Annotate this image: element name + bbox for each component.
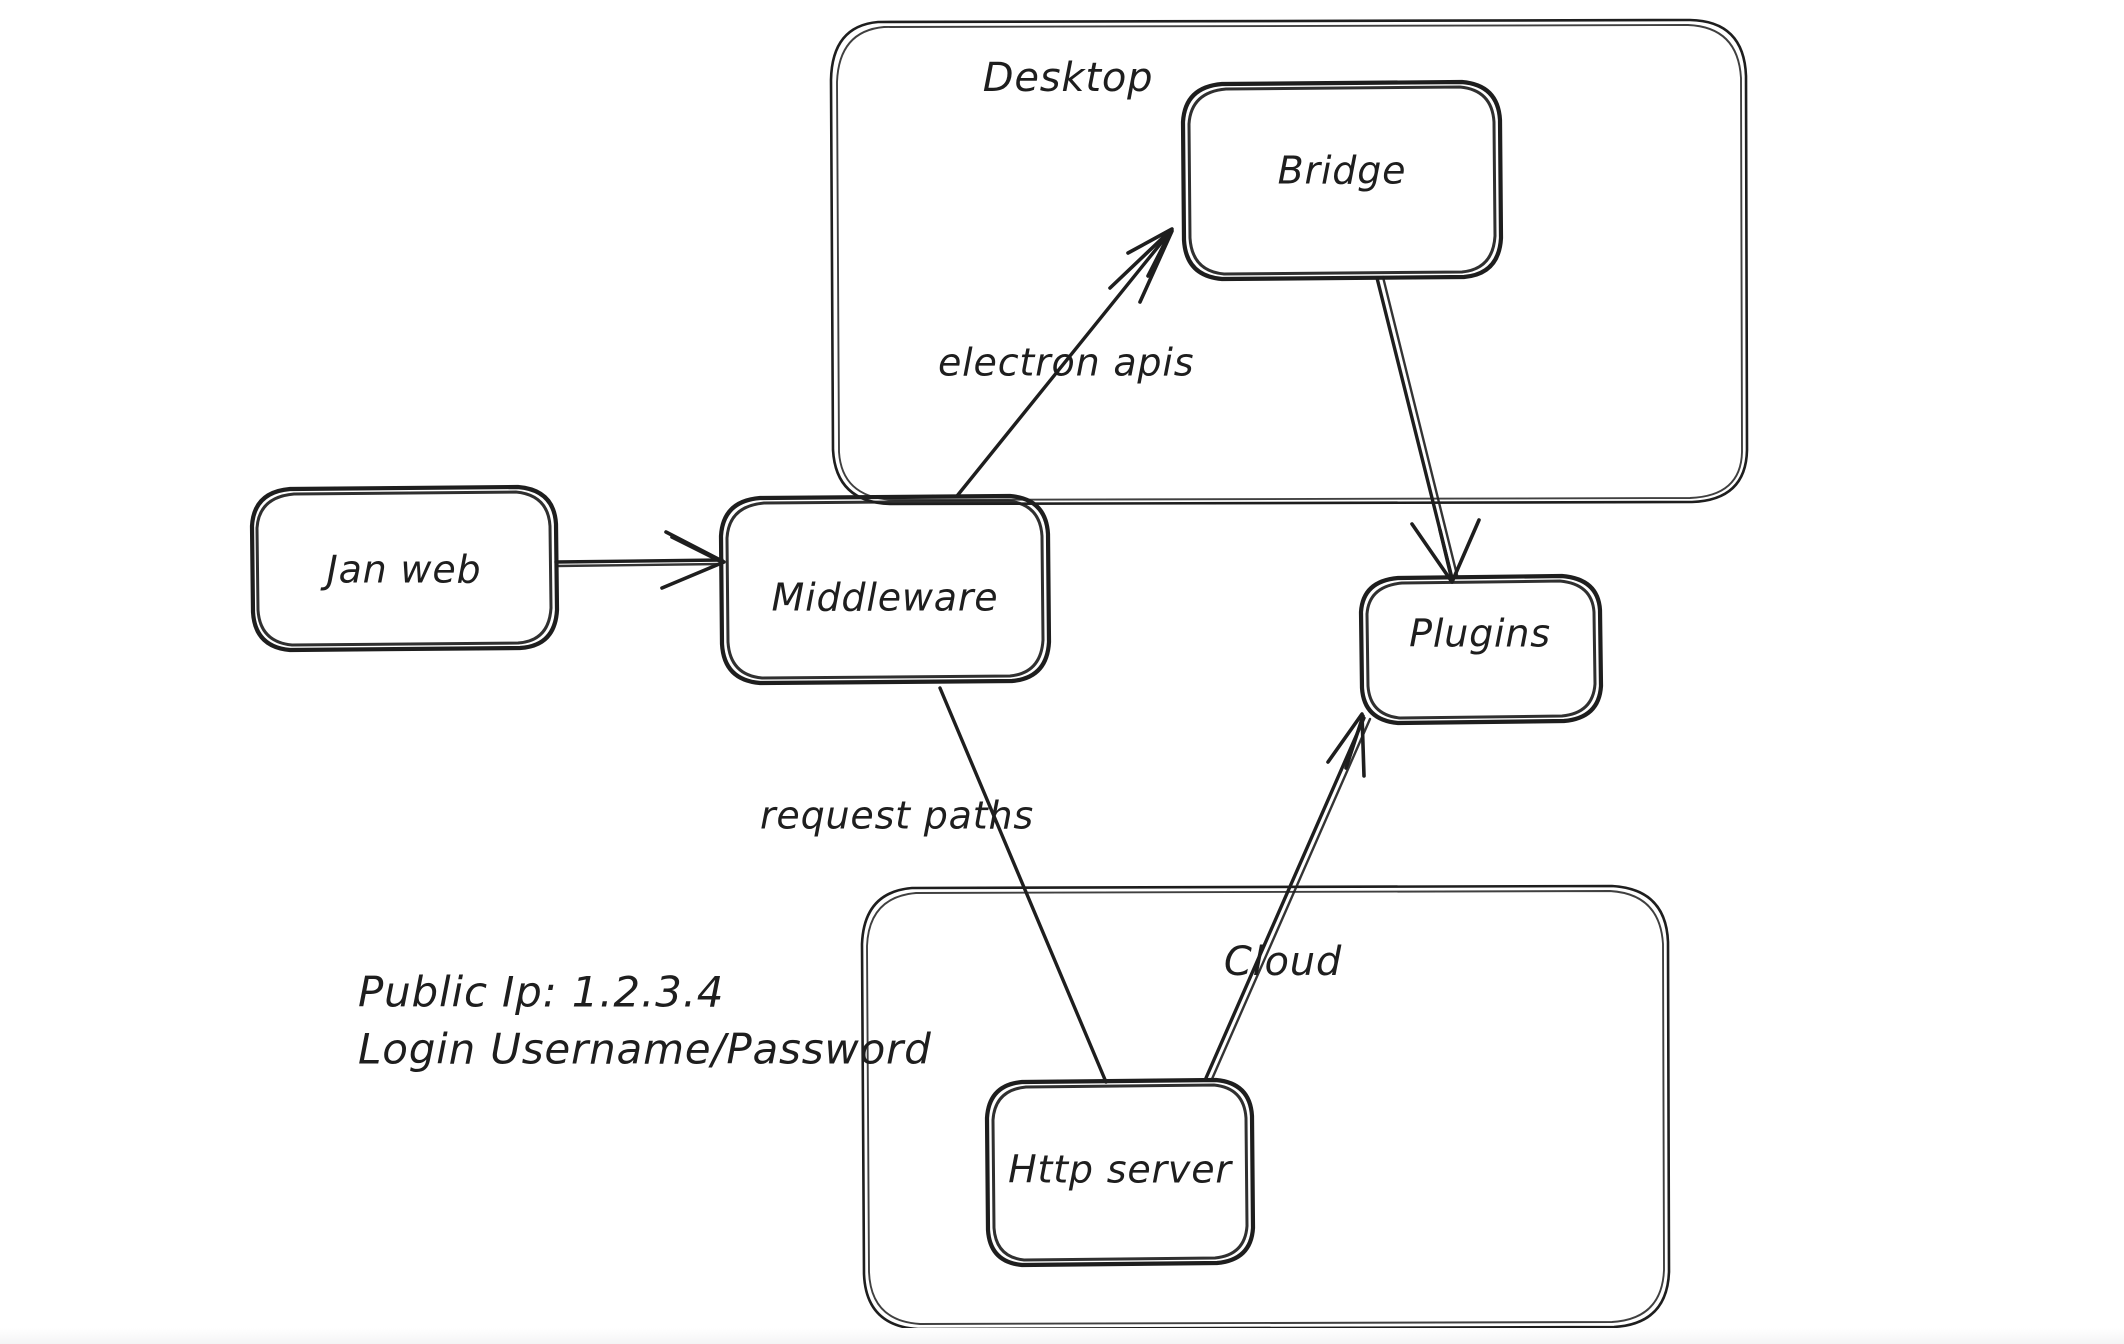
edge-middleware-bridge[interactable]: electron apis	[938, 227, 1194, 498]
container-cloud[interactable]: Cloud	[860, 884, 1671, 1331]
node-label-plugins: Plugins	[1409, 612, 1551, 656]
note-public-ip: Public Ip: 1.2.3.4	[358, 968, 724, 1017]
node-bridge[interactable]: Bridge	[1180, 79, 1504, 282]
node-plugins[interactable]: Plugins	[1358, 573, 1604, 726]
container-cloud-label: Cloud	[1224, 939, 1342, 985]
edge-label-request-paths: request paths	[760, 794, 1034, 838]
node-label-middleware: Middleware	[772, 576, 999, 620]
node-label-bridge: Bridge	[1278, 149, 1407, 193]
note-login: Login Username/Password	[358, 1025, 932, 1074]
notes-block: Public Ip: 1.2.3.4 Login Username/Passwo…	[358, 968, 932, 1074]
edge-janweb-middleware[interactable]	[554, 530, 726, 590]
edge-label-electron-apis: electron apis	[938, 341, 1194, 385]
container-desktop[interactable]: Desktop	[829, 18, 1749, 506]
container-desktop-label: Desktop	[983, 55, 1154, 101]
bottom-edge-strip	[0, 1328, 2124, 1344]
edge-httpserver-plugins[interactable]	[1204, 712, 1372, 1081]
edge-middleware-httpserver[interactable]: request paths	[760, 686, 1108, 1084]
node-middleware[interactable]: Middleware	[718, 493, 1052, 686]
node-http-server[interactable]: Http server	[984, 1077, 1256, 1268]
node-jan-web[interactable]: Jan web	[249, 484, 560, 653]
node-label-http-server: Http server	[1008, 1148, 1233, 1192]
edge-bridge-plugins[interactable]	[1375, 275, 1481, 584]
node-label-jan-web: Jan web	[320, 548, 482, 592]
